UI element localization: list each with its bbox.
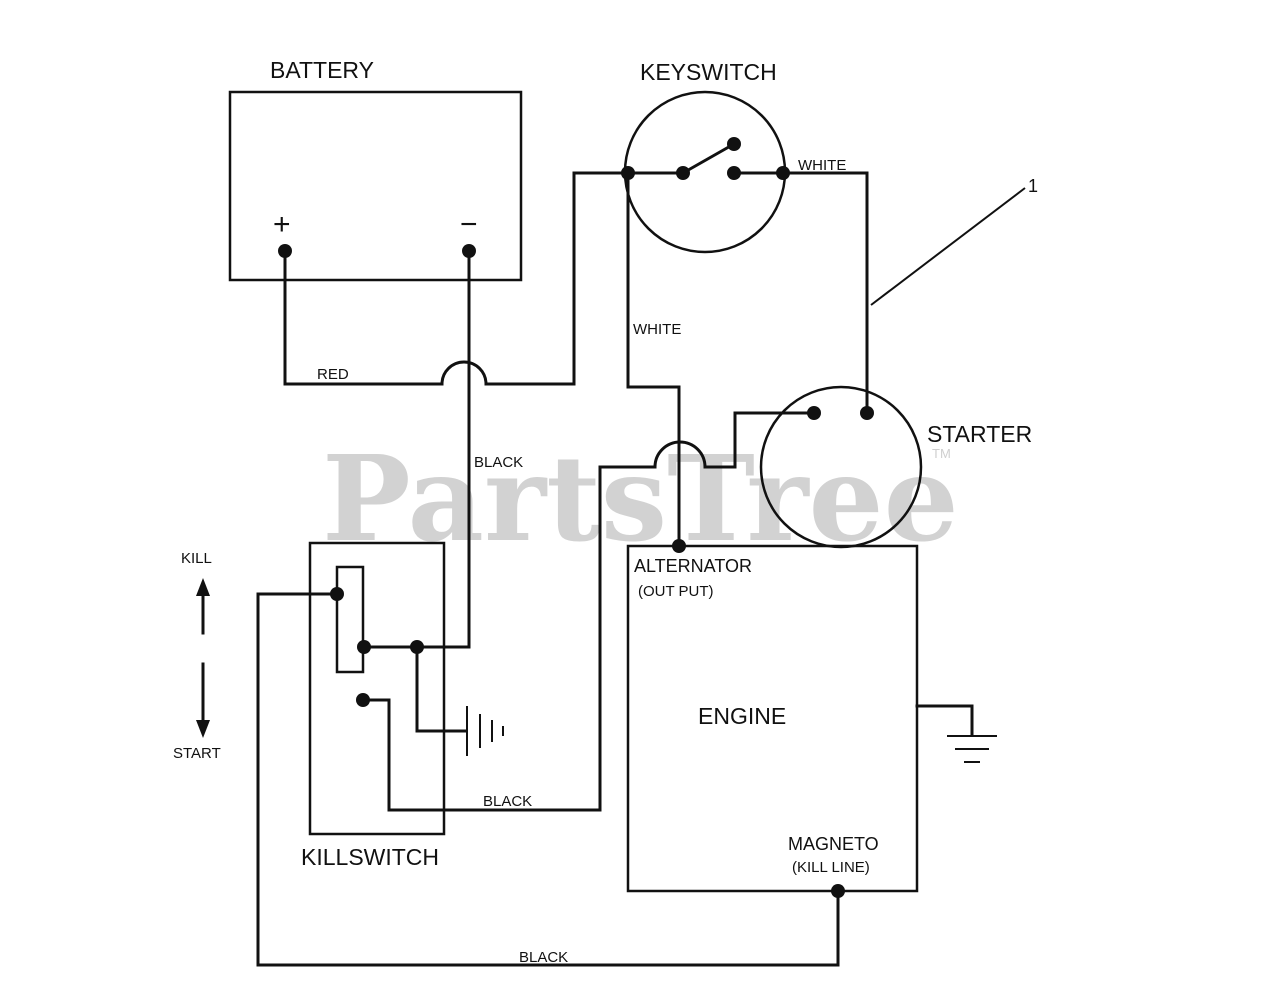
engine-ground-symbol (915, 704, 997, 763)
engine-title: ENGINE (698, 703, 786, 729)
wire-black-kill (361, 411, 816, 812)
alternator-sub-label: (OUT PUT) (638, 583, 714, 600)
watermark-trademark: TM (932, 446, 951, 461)
keyswitch-contact-arm (680, 141, 737, 176)
keyswitch-contact-lower (727, 166, 741, 180)
callout-leader-line (870, 187, 1026, 306)
engine: ENGINE ALTERNATOR (OUT PUT) MAGNETO (KIL… (626, 539, 919, 898)
killswitch-ground-symbol (415, 645, 504, 756)
wire-label-black-bottom: BLACK (519, 949, 568, 966)
start-label: START (173, 745, 221, 762)
killswitch-title: KILLSWITCH (301, 844, 439, 870)
keyswitch-title: KEYSWITCH (640, 59, 777, 85)
killswitch-ground-wire (415, 645, 467, 733)
wire-red-crossover-hop (440, 360, 488, 386)
kill-label: KILL (181, 550, 212, 567)
kill-arrow-up-icon (196, 578, 210, 596)
wire-black-battery (362, 249, 471, 649)
wire-label-white-mid: WHITE (633, 321, 681, 338)
wire-label-white-top: WHITE (798, 157, 846, 174)
wire-label-black-battery: BLACK (474, 454, 523, 471)
killswitch-box (308, 541, 446, 836)
wire-white-top (781, 171, 869, 415)
magneto-label: MAGNETO (788, 834, 879, 854)
wire-white-mid (626, 171, 681, 548)
callout-number: 1 (1028, 176, 1038, 196)
start-arrow-down-icon (196, 720, 210, 738)
keyswitch: KEYSWITCH (621, 59, 790, 254)
callout: 1 (870, 176, 1038, 306)
keyswitch-contact-pivot (676, 166, 690, 180)
battery-box (228, 90, 523, 282)
alternator-label: ALTERNATOR (634, 556, 752, 576)
wire-black-crossover-hop (653, 440, 707, 469)
wire-label-black-kill: BLACK (483, 793, 532, 810)
battery-title: BATTERY (270, 57, 374, 83)
kill-start-indicator: KILL START (173, 550, 221, 762)
wire-red (283, 171, 630, 386)
engine-ground-wire (915, 704, 974, 736)
battery: BATTERY + − (228, 57, 523, 282)
keyswitch-contact-upper (727, 137, 741, 151)
wire-label-red: RED (317, 366, 349, 383)
magneto-sub-label: (KILL LINE) (792, 859, 870, 876)
battery-minus-sign: − (460, 208, 478, 241)
killswitch-slider (335, 565, 365, 674)
engine-box (626, 544, 919, 893)
wire-black-bottom (256, 592, 840, 967)
battery-plus-sign: + (273, 208, 291, 241)
starter-title: STARTER (927, 421, 1032, 447)
killswitch: KILLSWITCH (301, 541, 446, 870)
